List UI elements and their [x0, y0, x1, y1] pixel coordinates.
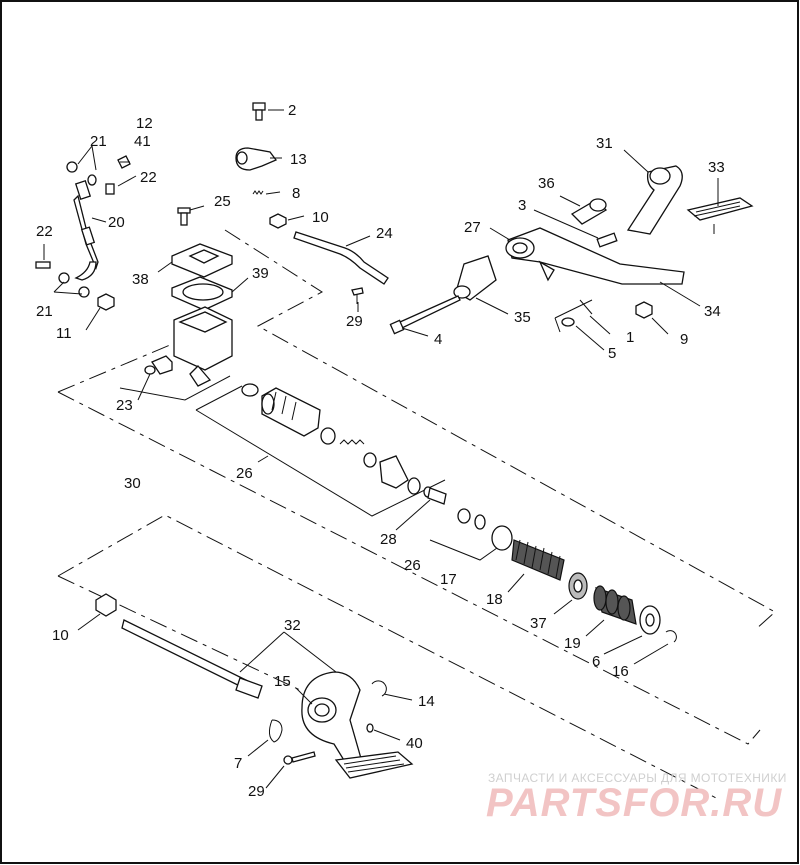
- callout-4: 4: [434, 331, 442, 348]
- callout-17: 17: [440, 571, 457, 588]
- watermark-brand: PARTSFOR.RU: [486, 781, 782, 825]
- callout-26b: 26: [404, 557, 421, 574]
- callout-21b: 21: [36, 303, 53, 320]
- callout-39: 39: [252, 265, 269, 282]
- master-cylinder-art: [173, 306, 233, 387]
- boot-19-art: [593, 585, 637, 625]
- callout-37: 37: [530, 615, 547, 632]
- callout-12: 12: [136, 115, 153, 132]
- callout-13: 13: [290, 151, 307, 168]
- callout-38: 38: [132, 271, 149, 288]
- callout-19: 19: [564, 635, 581, 652]
- callout-22b: 22: [36, 223, 53, 240]
- callout-29: 29: [346, 313, 363, 330]
- watermark: ЗАПЧАСТИ И АКСЕССУАРЫ ДЛЯ МОТОТЕХНИКИ PA…: [486, 771, 787, 825]
- callout-21: 21: [90, 133, 107, 150]
- callout-10: 10: [312, 209, 329, 226]
- callout-20: 20: [108, 214, 125, 231]
- callout-2: 2: [288, 102, 296, 119]
- callout-labels: 2 12 41 21 22 20 22 21 11 13 8 25 10 24 …: [36, 102, 725, 800]
- callout-11: 11: [56, 325, 72, 342]
- callout-15: 15: [274, 673, 291, 690]
- group-lines: [57, 229, 776, 801]
- arm-27-art: [505, 227, 685, 285]
- callout-25: 25: [214, 193, 231, 210]
- callout-9: 9: [680, 331, 688, 348]
- callout-10b: 10: [52, 627, 69, 644]
- callout-34: 34: [704, 303, 721, 320]
- callout-31: 31: [596, 135, 613, 152]
- screw-2-art: [252, 102, 266, 121]
- callout-18: 18: [486, 591, 503, 608]
- callout-28: 28: [380, 531, 397, 548]
- callout-40: 40: [406, 735, 423, 752]
- callout-8: 8: [292, 185, 300, 202]
- callout-23: 23: [116, 397, 133, 414]
- callout-14: 14: [418, 693, 435, 710]
- callout-24: 24: [376, 225, 393, 242]
- watermark-caption: ЗАПЧАСТИ И АКСЕССУАРЫ ДЛЯ МОТОТЕХНИКИ: [488, 771, 787, 785]
- callout-33: 33: [708, 159, 725, 176]
- parts-art: [35, 102, 754, 779]
- callout-29b: 29: [248, 783, 265, 800]
- spring-18-art: [511, 539, 565, 581]
- callout-41: 41: [134, 133, 151, 150]
- callout-3: 3: [518, 197, 526, 214]
- callout-22: 22: [140, 169, 157, 186]
- piston-assembly-art: [241, 383, 513, 551]
- lever-31-art: [626, 165, 683, 235]
- callout-36: 36: [538, 175, 555, 192]
- callout-7: 7: [234, 755, 242, 772]
- callout-6: 6: [592, 653, 600, 670]
- callout-27: 27: [464, 219, 481, 236]
- leader-lines: [43, 109, 719, 789]
- callout-26: 26: [236, 465, 253, 482]
- callout-5: 5: [608, 345, 616, 362]
- callout-30: 30: [124, 475, 141, 492]
- brake-line-art: [35, 155, 131, 311]
- rod-32-art: [121, 619, 263, 699]
- callout-16: 16: [612, 663, 629, 680]
- cover-38-art: [171, 243, 233, 278]
- callout-32: 32: [284, 617, 301, 634]
- callout-1: 1: [626, 329, 634, 346]
- clamp-13-art: [235, 147, 278, 171]
- pedal-lever-art: [301, 671, 414, 779]
- callout-35: 35: [514, 309, 531, 326]
